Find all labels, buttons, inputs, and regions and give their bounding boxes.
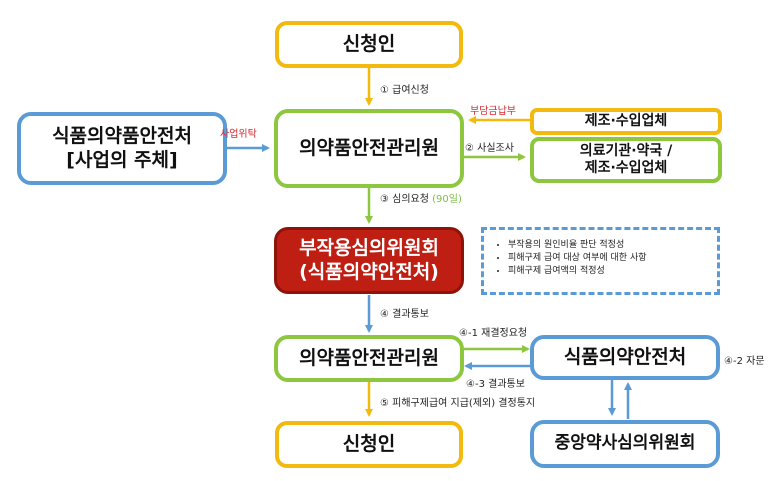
label-burden: 부담금납부 (470, 106, 516, 117)
label-step3-days: (90일) (432, 194, 462, 205)
box-mfds-subtext: [사업의 주체] (66, 148, 178, 171)
label-step4: ④ 결과통보 (380, 309, 429, 320)
box-kidsi-bottom: 의약품안전관리원 (274, 335, 464, 382)
label-step3: ③ 심의요청 (90일) (380, 190, 462, 205)
label-step4-2: ④-2 자문 (724, 356, 765, 367)
box-hospital-text: 의료기관·약국 / (579, 142, 673, 159)
note-item: 피해구제 급여 대상 여부에 대한 사항 (508, 252, 728, 265)
box-kidsi-top: 의약품안전관리원 (274, 109, 464, 188)
box-hospital: 의료기관·약국 / 제조·수입업체 (530, 137, 722, 183)
box-mfds-text: 식품의약품안전처 (52, 124, 192, 147)
label-step2: ② 사실조사 (465, 143, 514, 154)
box-committee-subtext: (식품의약안전처) (299, 260, 439, 283)
box-applicant-bottom: 신청인 (275, 421, 463, 468)
box-hospital-subtext: 제조·수입업체 (584, 160, 668, 176)
label-entrust: 사업위탁 (220, 129, 257, 140)
box-central-committee-text: 중앙약사심의위원회 (554, 433, 696, 454)
note-item: 부작용의 원인비율 판단 적정성 (508, 239, 728, 252)
box-mfds-bottom: 식품의약안전처 (530, 335, 720, 380)
box-applicant-top: 신청인 (275, 21, 463, 68)
note-item: 피해구제 급여액의 적정성 (508, 265, 728, 278)
label-step3-text: ③ 심의요청 (380, 194, 429, 205)
box-manufacturer-text: 제조·수입업체 (584, 112, 668, 129)
box-central-committee: 중앙약사심의위원회 (530, 420, 720, 468)
label-step4-1: ④-1 재결정요청 (459, 328, 528, 339)
box-kidsi-top-text: 의약품안전관리원 (299, 136, 439, 159)
box-mfds: 식품의약품안전처 [사업의 주체] (17, 112, 227, 185)
box-applicant-top-text: 신청인 (342, 32, 396, 55)
label-step4-3: ④-3 결과통보 (466, 379, 525, 390)
notes-box (481, 227, 720, 295)
box-kidsi-bottom-text: 의약품안전관리원 (299, 346, 439, 369)
label-step1: ① 급여신청 (380, 85, 429, 96)
box-committee-text: 부작용심의위원회 (299, 236, 439, 259)
box-manufacturer: 제조·수입업체 (530, 108, 722, 135)
label-step5: ⑤ 피해구제급여 지급(제외) 결정통지 (380, 398, 536, 409)
box-applicant-bottom-text: 신청인 (342, 432, 396, 455)
notes-list: 부작용의 원인비율 판단 적정성 피해구제 급여 대상 여부에 대한 사항 피해… (494, 239, 728, 278)
box-committee: 부작용심의위원회 (식품의약안전처) (274, 227, 464, 294)
box-mfds-bottom-text: 식품의약안전처 (563, 345, 687, 368)
